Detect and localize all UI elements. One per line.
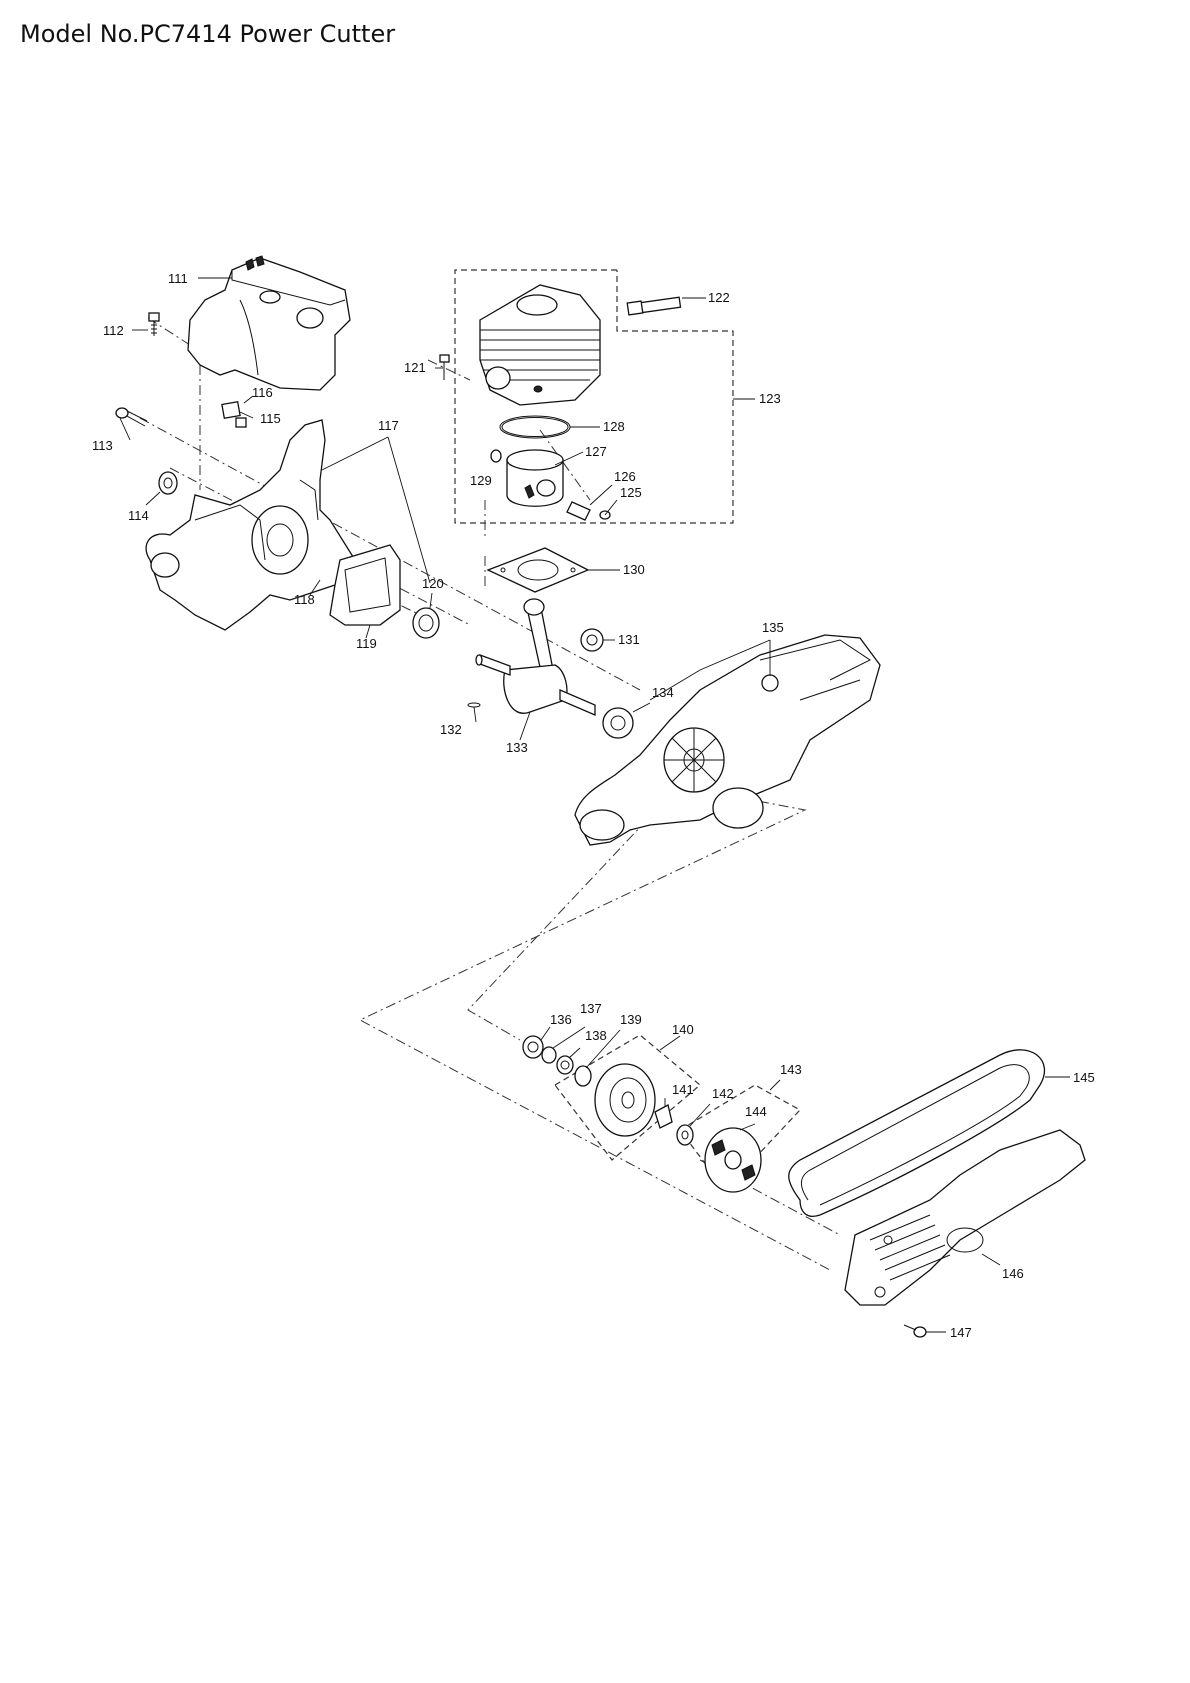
label-121: 121 bbox=[404, 360, 426, 375]
label-132: 132 bbox=[440, 722, 462, 737]
part-112-screw bbox=[148, 312, 160, 336]
part-140-drum bbox=[594, 1063, 656, 1137]
part-137-clip bbox=[541, 1046, 557, 1064]
part-138-washer bbox=[556, 1055, 574, 1075]
part-133-crankshaft bbox=[475, 598, 596, 716]
part-115-116 bbox=[221, 400, 247, 428]
label-144: 144 bbox=[745, 1104, 767, 1119]
label-122: 122 bbox=[708, 290, 730, 305]
part-141-bearing bbox=[654, 1104, 673, 1129]
label-143: 143 bbox=[780, 1062, 802, 1077]
label-146: 146 bbox=[1002, 1266, 1024, 1281]
part-113-bolt bbox=[115, 407, 148, 427]
label-123: 123 bbox=[759, 391, 781, 406]
part-142-washer bbox=[676, 1124, 694, 1146]
part-120-bearing bbox=[412, 607, 440, 639]
part-131-needle-bearing bbox=[580, 628, 604, 652]
part-117-crankcase bbox=[145, 419, 356, 631]
part-130-gasket bbox=[486, 547, 590, 593]
part-111-cover bbox=[187, 255, 351, 391]
label-145: 145 bbox=[1073, 1070, 1095, 1085]
label-135: 135 bbox=[762, 620, 784, 635]
part-135-crankcase bbox=[574, 634, 881, 846]
label-130: 130 bbox=[623, 562, 645, 577]
page-title: Model No.PC7414 Power Cutter bbox=[20, 20, 396, 48]
callout-labels: 111 112 113 114 115 116 117 118 119 120 … bbox=[92, 271, 1095, 1340]
part-145-belt bbox=[788, 1049, 1046, 1217]
label-129: 129 bbox=[470, 473, 492, 488]
label-125: 125 bbox=[620, 485, 642, 500]
part-126-pin bbox=[566, 501, 611, 521]
part-147-screw bbox=[903, 1324, 927, 1338]
label-131: 131 bbox=[618, 632, 640, 647]
label-116: 116 bbox=[252, 385, 273, 400]
leader-lines bbox=[119, 277, 1070, 1333]
label-133: 133 bbox=[506, 740, 528, 755]
label-117: 117 bbox=[378, 418, 399, 433]
label-119: 119 bbox=[356, 636, 377, 651]
label-126: 126 bbox=[614, 469, 636, 484]
label-147: 147 bbox=[950, 1325, 972, 1340]
label-128: 128 bbox=[603, 419, 625, 434]
part-139-washer bbox=[574, 1065, 592, 1087]
label-115: 115 bbox=[260, 411, 281, 426]
part-132-key bbox=[467, 702, 481, 708]
label-118: 118 bbox=[294, 592, 315, 607]
label-111: 111 bbox=[168, 271, 188, 286]
label-138: 138 bbox=[585, 1028, 607, 1043]
part-122-spark-plug bbox=[626, 296, 682, 316]
label-137: 137 bbox=[580, 1001, 602, 1016]
part-146-belt-guard bbox=[844, 1129, 1086, 1306]
label-139: 139 bbox=[620, 1012, 642, 1027]
part-127-piston bbox=[506, 449, 564, 507]
label-114: 114 bbox=[128, 508, 149, 523]
part-136-bearing bbox=[522, 1035, 544, 1059]
part-144-clutch bbox=[704, 1127, 762, 1193]
label-134: 134 bbox=[652, 685, 674, 700]
label-120: 120 bbox=[422, 576, 444, 591]
part-119-gasket bbox=[329, 544, 401, 626]
label-127: 127 bbox=[585, 444, 607, 459]
part-cylinder bbox=[479, 284, 601, 406]
label-140: 140 bbox=[672, 1022, 694, 1037]
part-121-screw bbox=[439, 354, 450, 380]
label-141: 141 bbox=[672, 1082, 694, 1097]
part-129-clip bbox=[490, 449, 502, 463]
part-128-ring bbox=[499, 415, 571, 439]
label-113: 113 bbox=[92, 438, 113, 453]
label-136: 136 bbox=[550, 1012, 572, 1027]
part-134-bearing bbox=[602, 707, 634, 739]
part-114-seal bbox=[158, 471, 178, 495]
label-112: 112 bbox=[103, 323, 124, 338]
label-142: 142 bbox=[712, 1086, 734, 1101]
